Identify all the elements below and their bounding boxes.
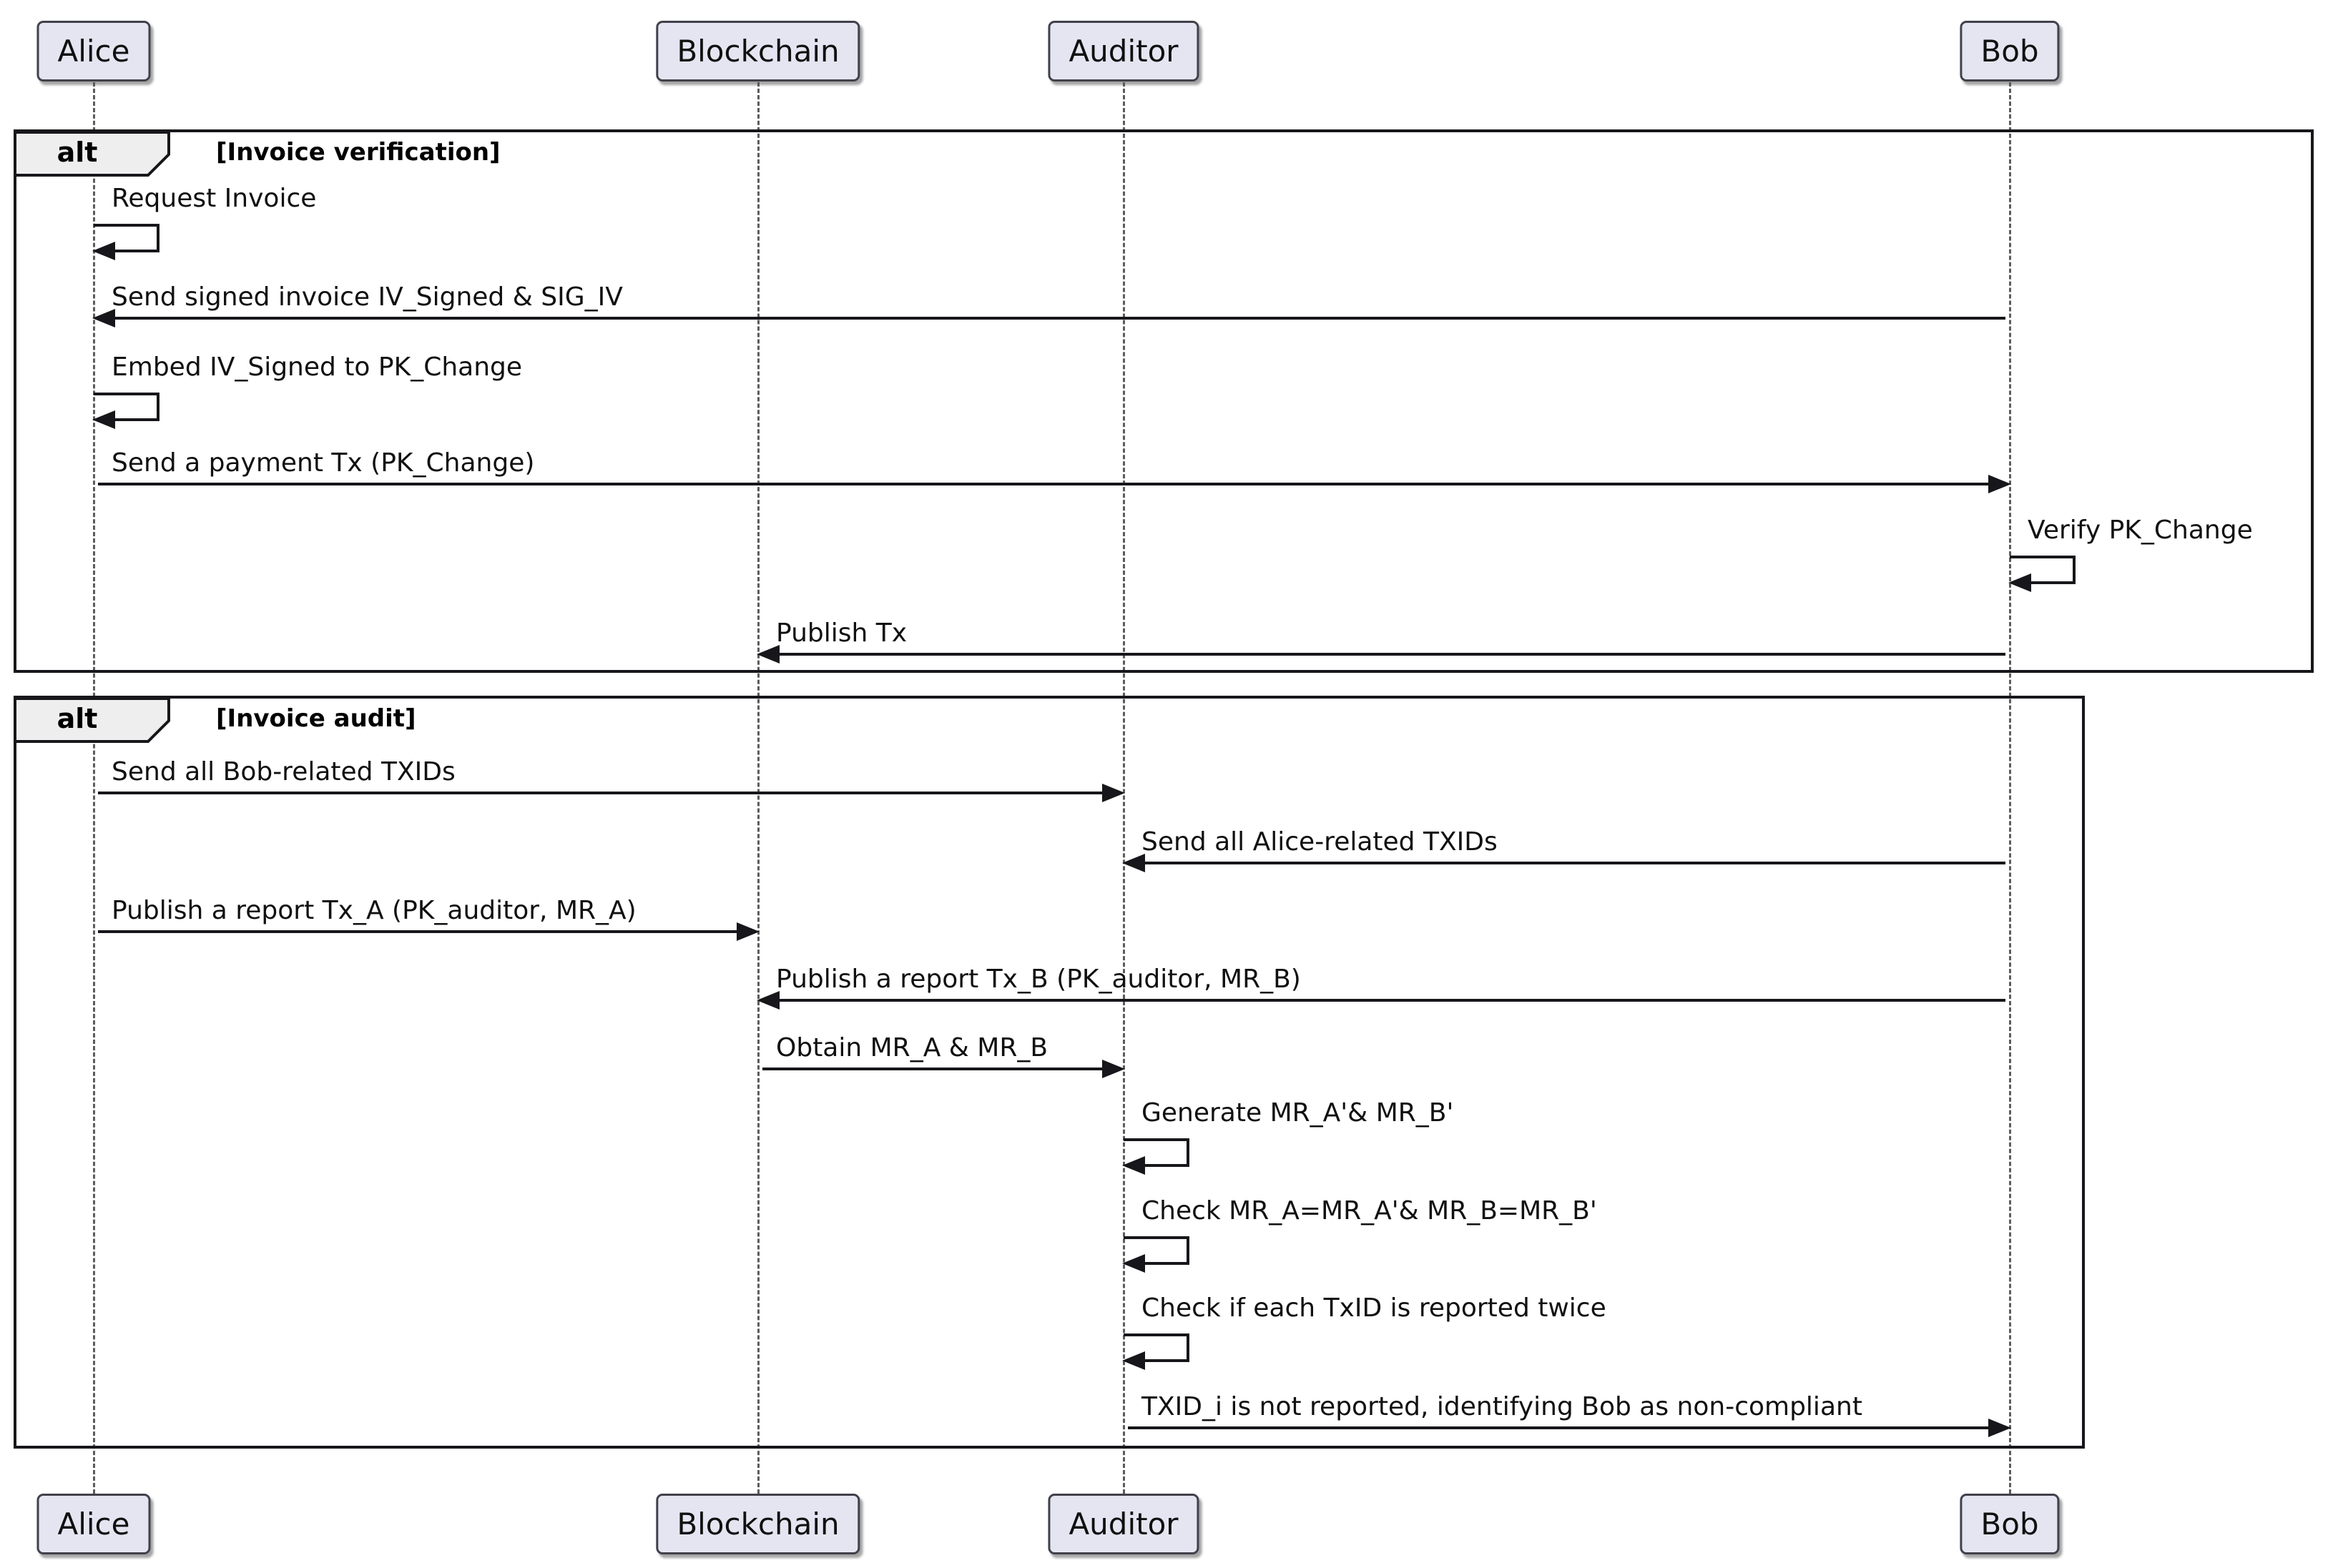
lifeline-bob	[2009, 82, 2011, 1494]
message-12-bottom-line	[1134, 1164, 1187, 1167]
message-14-return-line	[1187, 1333, 1189, 1362]
message-5-top-line	[2010, 556, 2076, 558]
participant-top-alice: Alice	[36, 21, 151, 82]
message-13-arrowhead	[1122, 1254, 1145, 1273]
message-15-label: TXID_i is not reported, identifying Bob …	[1141, 1392, 1862, 1421]
participant-bottom-blockchain: Blockchain	[656, 1494, 860, 1554]
message-1-bottom-line	[104, 250, 157, 252]
message-10-line	[762, 999, 2005, 1002]
message-12-arrowhead	[1122, 1156, 1145, 1175]
message-3-top-line	[94, 393, 159, 395]
message-3-bottom-line	[104, 418, 157, 421]
message-13-label: Check MR_A=MR_A'& MR_B=MR_B'	[1141, 1196, 1597, 1226]
message-1-arrowhead	[92, 242, 115, 260]
participant-bottom-bob: Bob	[1960, 1494, 2060, 1554]
message-12-label: Generate MR_A'& MR_B'	[1141, 1098, 1454, 1128]
message-8-label: Send all Alice-related TXIDs	[1141, 827, 1498, 857]
participant-top-blockchain: Blockchain	[656, 21, 860, 82]
message-7-label: Send all Bob-related TXIDs	[112, 757, 456, 787]
message-9-arrowhead	[737, 922, 760, 941]
alt-frame-2	[14, 696, 2085, 1449]
participant-top-auditor: Auditor	[1048, 21, 1199, 82]
message-8-line	[1128, 862, 2005, 864]
alt-frame-label-shape	[14, 131, 171, 177]
message-12-top-line	[1124, 1138, 1189, 1141]
message-2-line	[98, 317, 2005, 320]
message-10-arrowhead	[757, 991, 780, 1010]
message-4-arrowhead	[1988, 475, 2011, 493]
message-6-label: Publish Tx	[776, 618, 908, 648]
message-11-line	[762, 1067, 1119, 1070]
message-3-return-line	[157, 393, 159, 421]
message-9-line	[98, 930, 754, 933]
message-14-arrowhead	[1122, 1351, 1145, 1370]
message-8-arrowhead	[1122, 854, 1145, 872]
message-11-arrowhead	[1102, 1060, 1125, 1078]
message-5-arrowhead	[2008, 573, 2031, 592]
message-5-return-line	[2073, 556, 2076, 584]
message-6-arrowhead	[757, 645, 780, 664]
message-14-top-line	[1124, 1333, 1189, 1336]
participant-bottom-auditor: Auditor	[1048, 1494, 1199, 1554]
message-13-return-line	[1187, 1236, 1189, 1265]
message-15-line	[1128, 1426, 2005, 1429]
lifeline-alice	[93, 82, 95, 1494]
alt-operator: alt	[57, 703, 98, 734]
message-5-bottom-line	[2020, 581, 2073, 584]
message-10-label: Publish a report Tx_B (PK_auditor, MR_B)	[776, 965, 1301, 994]
message-3-label: Embed IV_Signed to PK_Change	[112, 352, 523, 382]
alt-guard: [Invoice audit]	[216, 704, 416, 733]
message-14-label: Check if each TxID is reported twice	[1141, 1293, 1606, 1323]
message-2-label: Send signed invoice IV_Signed & SIG_IV	[112, 282, 623, 312]
message-4-line	[98, 483, 2005, 485]
lifeline-blockchain	[757, 82, 760, 1494]
message-12-return-line	[1187, 1138, 1189, 1167]
message-2-arrowhead	[92, 309, 115, 327]
message-3-arrowhead	[92, 410, 115, 429]
message-14-bottom-line	[1134, 1359, 1187, 1362]
participant-bottom-alice: Alice	[36, 1494, 151, 1554]
message-7-line	[98, 792, 1119, 794]
message-1-label: Request Invoice	[112, 184, 317, 213]
message-9-label: Publish a report Tx_A (PK_auditor, MR_A)	[112, 896, 637, 925]
participant-top-bob: Bob	[1960, 21, 2060, 82]
message-4-label: Send a payment Tx (PK_Change)	[112, 448, 535, 478]
message-13-bottom-line	[1134, 1262, 1187, 1265]
message-15-arrowhead	[1988, 1419, 2011, 1437]
alt-frame-1	[14, 129, 2314, 673]
message-5-label: Verify PK_Change	[2028, 516, 2253, 545]
message-11-label: Obtain MR_A & MR_B	[776, 1033, 1048, 1062]
message-13-top-line	[1124, 1236, 1189, 1239]
message-6-line	[762, 653, 2005, 656]
message-7-arrowhead	[1102, 784, 1125, 802]
alt-operator: alt	[57, 137, 98, 168]
alt-frame-label-shape	[14, 697, 171, 743]
alt-guard: [Invoice verification]	[216, 138, 501, 167]
message-1-return-line	[157, 224, 159, 252]
message-1-top-line	[94, 224, 159, 227]
